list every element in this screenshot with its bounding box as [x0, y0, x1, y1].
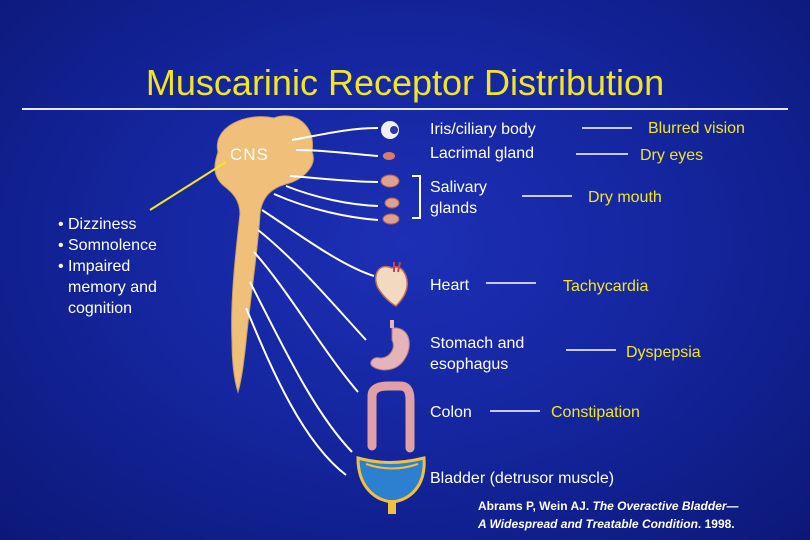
- colon-icon: [367, 381, 415, 453]
- organ-label-lacrimal: Lacrimal gland: [430, 145, 535, 162]
- organ-label-heart: Heart: [430, 277, 470, 294]
- effect-connectors: [486, 127, 632, 412]
- slide-title: Muscarinic Receptor Distribution: [145, 62, 665, 103]
- brain-spinal-cord: [214, 115, 314, 394]
- effect-dry-eyes: Dry eyes: [640, 147, 704, 164]
- title-divider: [22, 108, 788, 110]
- effect-dry-mouth: Dry mouth: [588, 189, 662, 206]
- organ-label-iris: Iris/ciliary body: [430, 121, 536, 138]
- lacrimal-gland-icon: [383, 152, 395, 160]
- effect-blurred-vision: Blurred vision: [648, 120, 745, 137]
- cns-pointer-line: [149, 161, 227, 211]
- organ-label-bladder: Bladder (detrusor muscle): [430, 470, 615, 487]
- cns-effect-dizziness: Dizziness: [58, 214, 157, 235]
- cns-effect-memory: Impaired memory and cognition: [58, 256, 157, 319]
- bladder-icon: [356, 456, 426, 514]
- citation: Abrams P, Wein AJ. The Overactive Bladde…: [478, 497, 739, 533]
- effect-dyspepsia: Dyspepsia: [626, 344, 701, 361]
- heart-icon: [374, 261, 408, 307]
- eye-icon: [381, 121, 399, 139]
- salivary-bracket: [412, 175, 421, 219]
- organ-label-salivary: Salivary glands: [430, 179, 487, 217]
- salivary-gland-icon: [380, 174, 400, 225]
- effect-constipation: Constipation: [551, 404, 640, 421]
- citation-line-2: A Widespread and Treatable Condition. 19…: [478, 517, 735, 531]
- stomach-icon: [370, 320, 410, 371]
- citation-line-1: Abrams P, Wein AJ. The Overactive Bladde…: [478, 499, 739, 513]
- effect-tachycardia: Tachycardia: [563, 278, 649, 295]
- cns-effects-list: Dizziness Somnolence Impaired memory and…: [58, 214, 157, 319]
- nerve-fibers: [245, 127, 379, 476]
- cns-label: CNS: [230, 145, 269, 164]
- organ-label-colon: Colon: [430, 404, 472, 421]
- cns-effect-somnolence: Somnolence: [58, 235, 157, 256]
- organ-label-stomach: Stomach and esophagus: [430, 335, 525, 373]
